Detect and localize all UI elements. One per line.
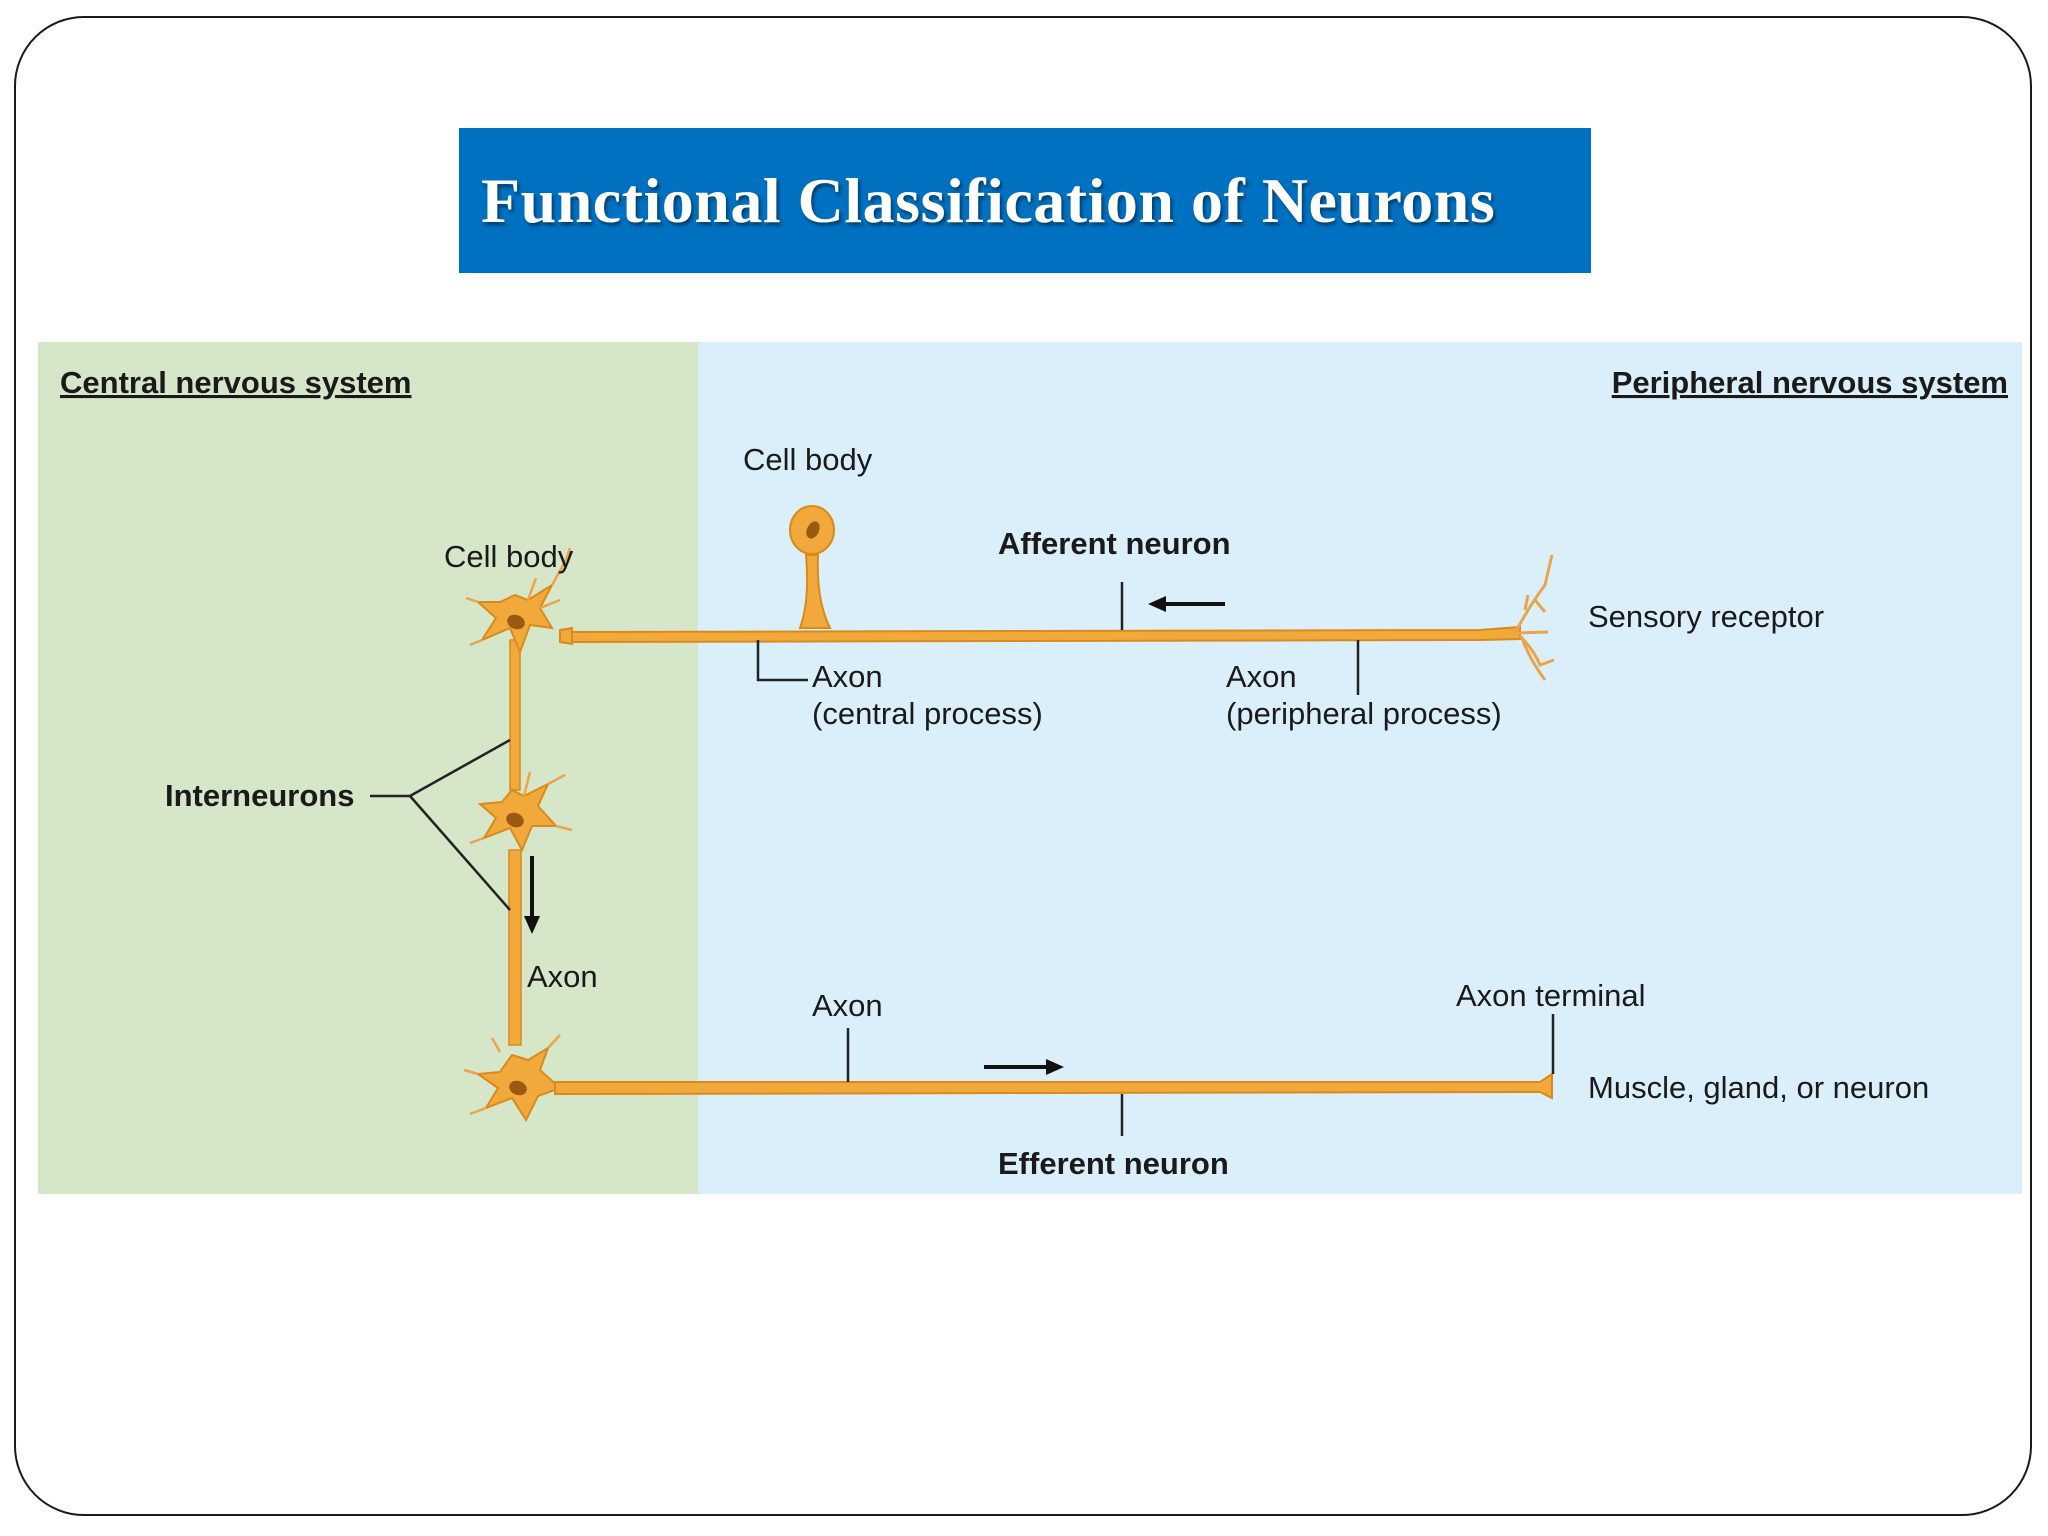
afferent-nucleus: [806, 521, 820, 539]
cns-cell-dendrites: [465, 547, 572, 647]
interneuron-direction-arrow: [524, 856, 540, 934]
muscle-gland-neuron-label: Muscle, gland, or neuron: [1588, 1070, 1929, 1105]
direction-arrows: [524, 596, 1225, 1075]
efferent-direction-arrow: [984, 1059, 1064, 1075]
pns-region-label: Peripheral nervous system: [1612, 365, 2008, 400]
title-bar: Functional Classification of Neurons: [459, 128, 1591, 273]
pns-region: [698, 342, 2022, 1194]
afferent-neuron: [559, 505, 1555, 681]
cns-region: [38, 342, 698, 1194]
cns-cell-body-label: Cell body: [444, 539, 574, 574]
efferent-cell-body-neuron: [463, 1034, 1553, 1123]
interneurons-leader-lower: [409, 795, 511, 911]
interneuron-axon-label: Axon: [527, 959, 598, 994]
axon-terminal-label: Axon terminal: [1456, 978, 1646, 1013]
efferent-cell-nucleus: [509, 1080, 527, 1096]
interneurons-label: Interneurons: [165, 778, 354, 813]
leader-lines: [370, 582, 1555, 1136]
cns-cell-nucleus: [507, 614, 525, 630]
neurons: [463, 505, 1555, 1123]
axon-central-label-line1: Axon: [812, 659, 883, 694]
cns-cell-body-neuron: [465, 547, 572, 655]
cns-region-label: Central nervous system: [60, 365, 411, 400]
efferent-neuron-label: Efferent neuron: [998, 1146, 1229, 1181]
middle-interneuron-nucleus: [506, 812, 524, 828]
interneuron-axon-lower: [508, 849, 522, 1046]
slide-title: Functional Classification of Neurons: [481, 164, 1496, 236]
afferent-neuron-label: Afferent neuron: [998, 526, 1231, 561]
efferent-axon: [554, 1072, 1553, 1100]
axon-central-leader: [756, 640, 808, 682]
afferent-cell-body-label: Cell body: [743, 442, 873, 477]
afferent-cell-stalk: [798, 554, 832, 629]
sensory-receptor-label: Sensory receptor: [1588, 599, 1824, 634]
efferent-cell-dendrites: [463, 1034, 561, 1116]
axon-peripheral-label-line1: Axon: [1226, 659, 1297, 694]
axon-peripheral-label-line2: (peripheral process): [1226, 696, 1502, 731]
sensory-receptor-endings: [1513, 554, 1555, 681]
axon-central-label-line2: (central process): [812, 696, 1043, 731]
middle-interneuron: [469, 771, 573, 853]
afferent-proximal-end: [559, 626, 573, 646]
interneuron-axon-upper: [509, 639, 521, 791]
efferent-axon-label: Axon: [812, 988, 883, 1023]
middle-interneuron-dendrites: [469, 771, 573, 845]
afferent-direction-arrow: [1148, 596, 1225, 612]
